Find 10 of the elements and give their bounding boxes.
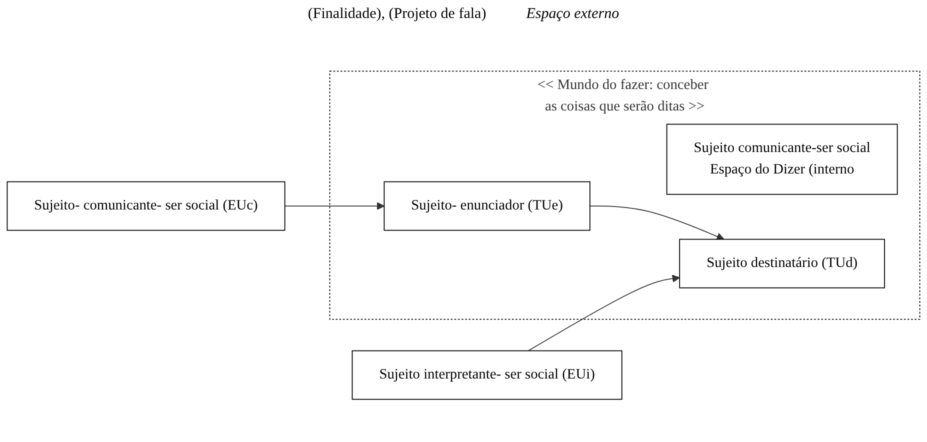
arrow [284,202,385,210]
node-box: Sujeito interpretante- ser social (EUi) [352,350,622,400]
node-box: Sujeito- enunciador (TUe) [384,182,590,231]
arrow [528,274,680,352]
node-box: Sujeito destinatário (TUd) [679,239,885,289]
node-box: Sujeito comunicante-ser social Espaço do Dizer (interno [666,124,898,196]
node-box: Sujeito- comunicante- ser social (EUc) [6,182,286,231]
note-text: (Finalidade), (Projeto de fala) [308,6,486,23]
arrow [589,206,724,240]
region-label: Espaço externo [526,6,620,23]
